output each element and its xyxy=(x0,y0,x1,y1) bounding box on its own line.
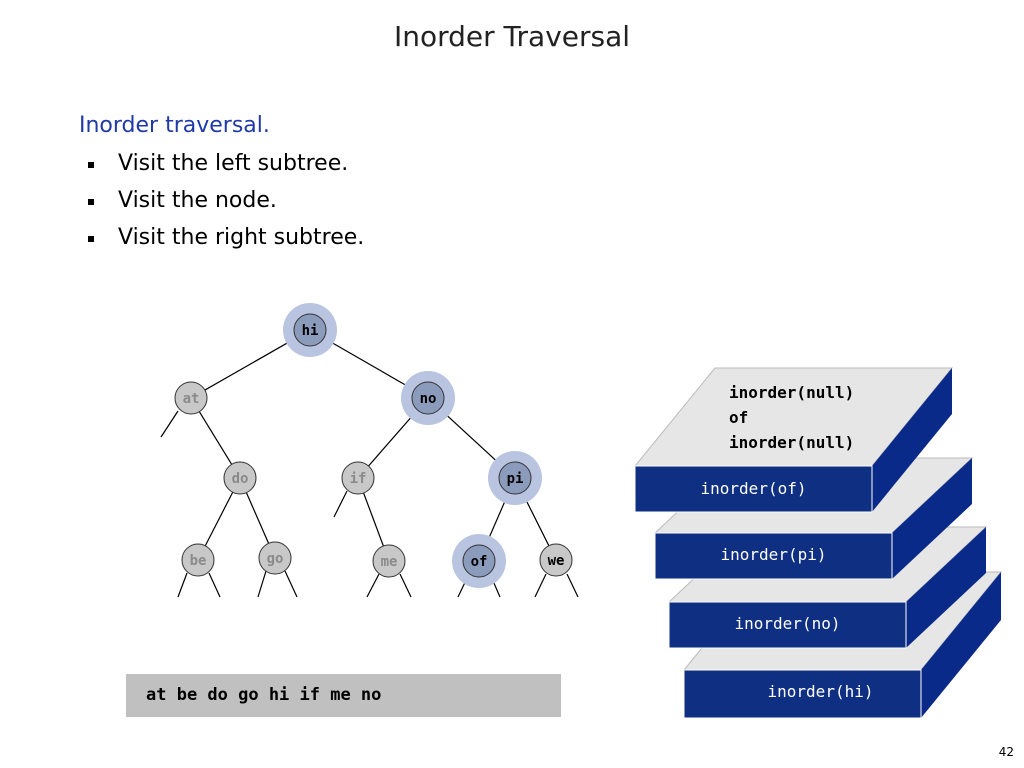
top-frame-code-line: inorder(null) xyxy=(729,433,854,452)
null-child-stub xyxy=(160,410,179,438)
stack-frame-label: inorder(hi) xyxy=(768,682,874,701)
stack-frame-side xyxy=(906,527,986,648)
tree-edge-do-be xyxy=(204,491,234,547)
tree-edge-at-do xyxy=(198,411,233,465)
stack-frame-side xyxy=(921,572,1001,718)
node-circle xyxy=(539,543,573,577)
tree-edges xyxy=(160,337,579,598)
tree-node-be: be xyxy=(181,543,215,577)
stack-frame: inorder(of) xyxy=(633,367,954,513)
tree-edge-no-if xyxy=(368,409,418,467)
bullet-text: Visit the left subtree. xyxy=(118,151,349,176)
node-circle xyxy=(341,461,375,495)
tree-edge-hi-at xyxy=(204,337,297,391)
bullet-marker-icon xyxy=(88,199,94,205)
null-child-stub xyxy=(333,490,348,518)
bullet-marker-icon xyxy=(88,236,94,242)
tree-edge-no-pi xyxy=(439,408,504,468)
null-child-stub xyxy=(366,573,380,598)
node-label: go xyxy=(267,551,284,567)
slide-title: Inorder Traversal xyxy=(393,20,631,53)
node-circle xyxy=(174,381,208,415)
node-circle xyxy=(411,381,445,415)
bullet-text: Visit the right subtree. xyxy=(118,225,365,250)
tree-node-if: if xyxy=(341,461,375,495)
null-child-stub xyxy=(566,573,579,598)
tree-nodes: hi at no do if pi be go me of we xyxy=(174,303,573,588)
node-label: do xyxy=(232,471,249,487)
top-frame-code-line: of xyxy=(729,408,748,427)
stack-frame-front xyxy=(683,669,922,719)
tree-node-hi: hi xyxy=(283,303,337,357)
stack-frame-label: inorder(of) xyxy=(701,479,807,498)
bullet-text: Visit the node. xyxy=(118,188,277,213)
node-label: if xyxy=(350,471,367,487)
tree-node-no: no xyxy=(401,371,455,425)
tree-node-we: we xyxy=(539,543,573,577)
tree-node-me: me xyxy=(372,544,406,578)
stack-frame-side xyxy=(872,368,952,512)
top-frame-code: inorder(null) of inorder(null) xyxy=(729,383,854,452)
stack-frame-front xyxy=(634,465,873,513)
node-circle xyxy=(462,544,496,578)
bullet-item: Visit the left subtree. xyxy=(88,148,364,185)
tree-node-pi: pi xyxy=(488,451,542,505)
node-label: hi xyxy=(302,323,319,339)
node-label: me xyxy=(381,554,398,570)
node-circle xyxy=(223,461,257,495)
null-child-stub xyxy=(257,570,267,598)
tree-node-of: of xyxy=(452,534,506,588)
node-label: no xyxy=(420,391,437,407)
tree-node-do: do xyxy=(223,461,257,495)
tree-edge-hi-no xyxy=(323,337,415,391)
stack-frame-front xyxy=(668,601,907,649)
node-circle xyxy=(293,313,327,347)
null-child-stub xyxy=(208,572,221,598)
tree-edge-if-me xyxy=(363,492,384,547)
bullet-list: Visit the left subtree. Visit the node. … xyxy=(88,148,364,259)
node-circle xyxy=(372,544,406,578)
bullet-item: Visit the right subtree. xyxy=(88,222,364,259)
stack-frame-front xyxy=(654,532,893,580)
null-child-stub xyxy=(534,573,547,598)
tree-edge-do-go xyxy=(245,492,270,544)
node-label: pi xyxy=(507,471,524,487)
node-label: of xyxy=(471,554,488,570)
node-label: at xyxy=(183,391,200,407)
page-number: 42 xyxy=(998,745,1014,759)
null-child-stub xyxy=(399,573,412,598)
node-label: we xyxy=(548,553,565,569)
tree-node-go: go xyxy=(258,541,292,575)
stack-frame-label: inorder(no) xyxy=(735,614,841,633)
node-label: be xyxy=(190,553,207,569)
node-circle xyxy=(258,541,292,575)
node-circle xyxy=(498,461,532,495)
call-stack: inorder(hi) inorder(no) inorder(pi) inorder… xyxy=(633,367,1003,719)
stack-frame-side xyxy=(892,458,972,579)
null-child-stub xyxy=(177,572,188,598)
output-bar: at be do go hi if me no xyxy=(126,674,561,717)
tree-node-at: at xyxy=(174,381,208,415)
node-circle xyxy=(181,543,215,577)
section-heading: Inorder traversal. xyxy=(79,113,270,138)
stack-frame-label: inorder(pi) xyxy=(721,545,827,564)
top-frame-code-line: inorder(null) xyxy=(729,383,854,402)
bullet-item: Visit the node. xyxy=(88,185,364,222)
null-child-stub xyxy=(284,570,298,598)
bullet-marker-icon xyxy=(88,162,94,168)
output-text: at be do go hi if me no xyxy=(146,685,382,705)
